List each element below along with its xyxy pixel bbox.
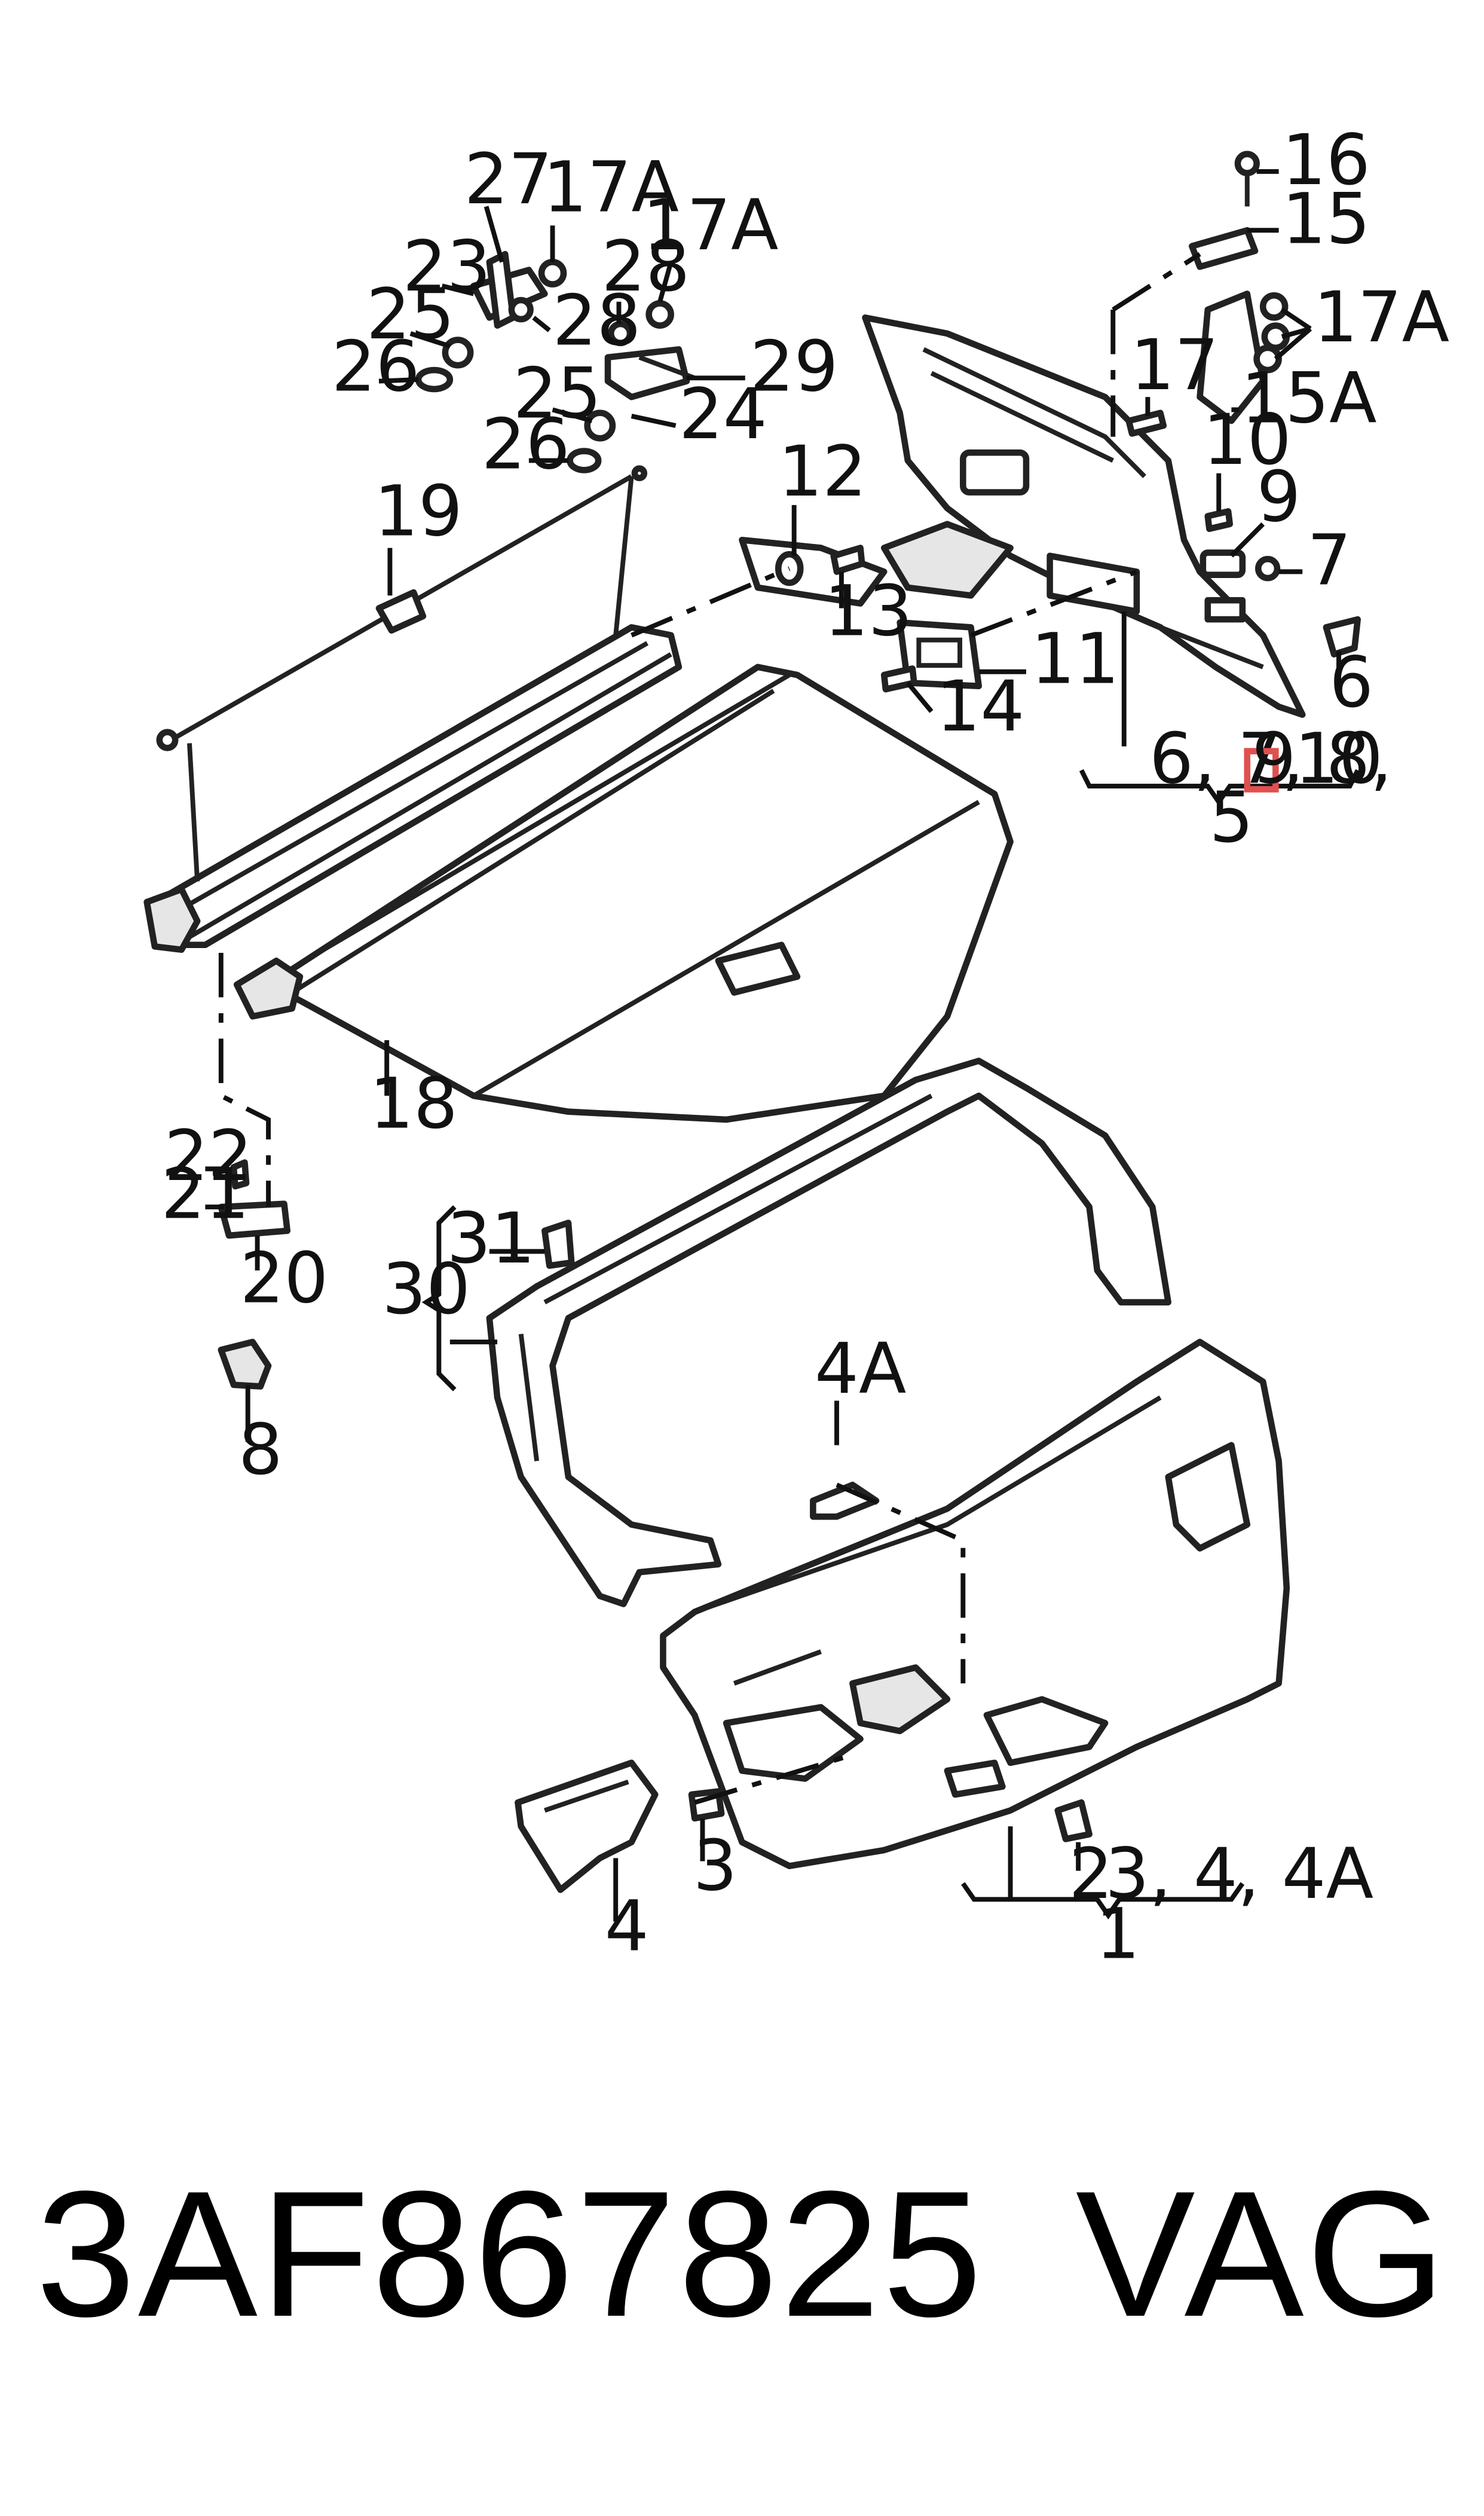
- label-23: 23: [403, 227, 491, 307]
- label-31: 31: [447, 1199, 536, 1279]
- label-17a-right: 17A: [1314, 277, 1449, 358]
- label-21: 21: [161, 1154, 249, 1234]
- leader-lines: [205, 169, 1360, 1922]
- reference-lines: [218, 252, 1201, 1805]
- roller-housing: [143, 624, 683, 953]
- label-28-b: 28: [553, 280, 641, 361]
- highlight-box: [1244, 748, 1279, 793]
- label-2: 2: [1069, 1833, 1113, 1914]
- label-14: 14: [936, 667, 1024, 747]
- window-trim-frame: [486, 1057, 1171, 1607]
- label-30: 30: [382, 1249, 470, 1330]
- label-12: 12: [778, 432, 867, 512]
- label-9-highlighted: 9: [1252, 719, 1296, 799]
- label-7: 7: [1307, 520, 1351, 601]
- label-28-a: 28: [601, 227, 690, 307]
- label-15: 15: [1282, 179, 1370, 259]
- label-15a: 15A: [1241, 358, 1376, 439]
- label-25-a: 25: [366, 274, 455, 355]
- label-11: 11: [1031, 619, 1119, 699]
- parts-diagram: 16 15 17A 17 15A 10 9 7 6 6, 7, 8, 9 10 …: [143, 120, 1449, 1975]
- lower-left-trim: [515, 1759, 725, 1893]
- label-10: 10: [1203, 399, 1292, 480]
- label-25-b: 25: [513, 353, 601, 434]
- label-6: 6: [1329, 643, 1373, 723]
- bracket-hardware: [415, 250, 696, 481]
- label-24: 24: [679, 374, 767, 455]
- label-9: 9: [1257, 457, 1301, 537]
- label-group-10: 10: [1295, 719, 1383, 799]
- label-17a-left: 17A: [543, 147, 679, 228]
- part-number: 3AF867825: [36, 2153, 985, 2354]
- label-27: 27: [464, 139, 553, 220]
- label-1: 1: [1096, 1894, 1140, 1974]
- fasteners-top-right: [1125, 151, 1361, 658]
- label-19: 19: [374, 471, 463, 552]
- brand-name: VAG: [1075, 2153, 1448, 2354]
- label-group-3-4-4a: 3, 4, 4A: [1105, 1833, 1373, 1914]
- label-17a-mid: 17A: [642, 185, 778, 266]
- small-parts-middle: [775, 545, 983, 693]
- side-trim-panel: [739, 314, 1306, 718]
- cargo-cover: [233, 664, 1014, 1123]
- callout-labels: 16 15 17A 17 15A 10 9 7 6 6, 7, 8, 9 10 …: [161, 120, 1449, 1975]
- label-17-right: 17: [1130, 325, 1219, 406]
- strap-cable: [156, 474, 634, 882]
- label-4: 4: [605, 1886, 649, 1967]
- label-4a: 4A: [815, 1329, 906, 1410]
- label-8: 8: [238, 1410, 283, 1490]
- label-5: 5: [1209, 778, 1253, 858]
- label-13: 13: [824, 571, 913, 652]
- label-29: 29: [750, 326, 839, 407]
- label-20: 20: [240, 1238, 329, 1319]
- label-26-b: 26: [482, 404, 570, 485]
- small-parts-left: [218, 1159, 291, 1390]
- label-22: 22: [164, 1116, 253, 1197]
- label-3: 3: [693, 1826, 738, 1906]
- footer: 3AF867825 VAG: [0, 2128, 1484, 2516]
- tailgate-trim-panel: [660, 1338, 1290, 1869]
- label-16: 16: [1282, 120, 1370, 201]
- label-26-a: 26: [332, 326, 420, 407]
- label-18: 18: [369, 1063, 458, 1144]
